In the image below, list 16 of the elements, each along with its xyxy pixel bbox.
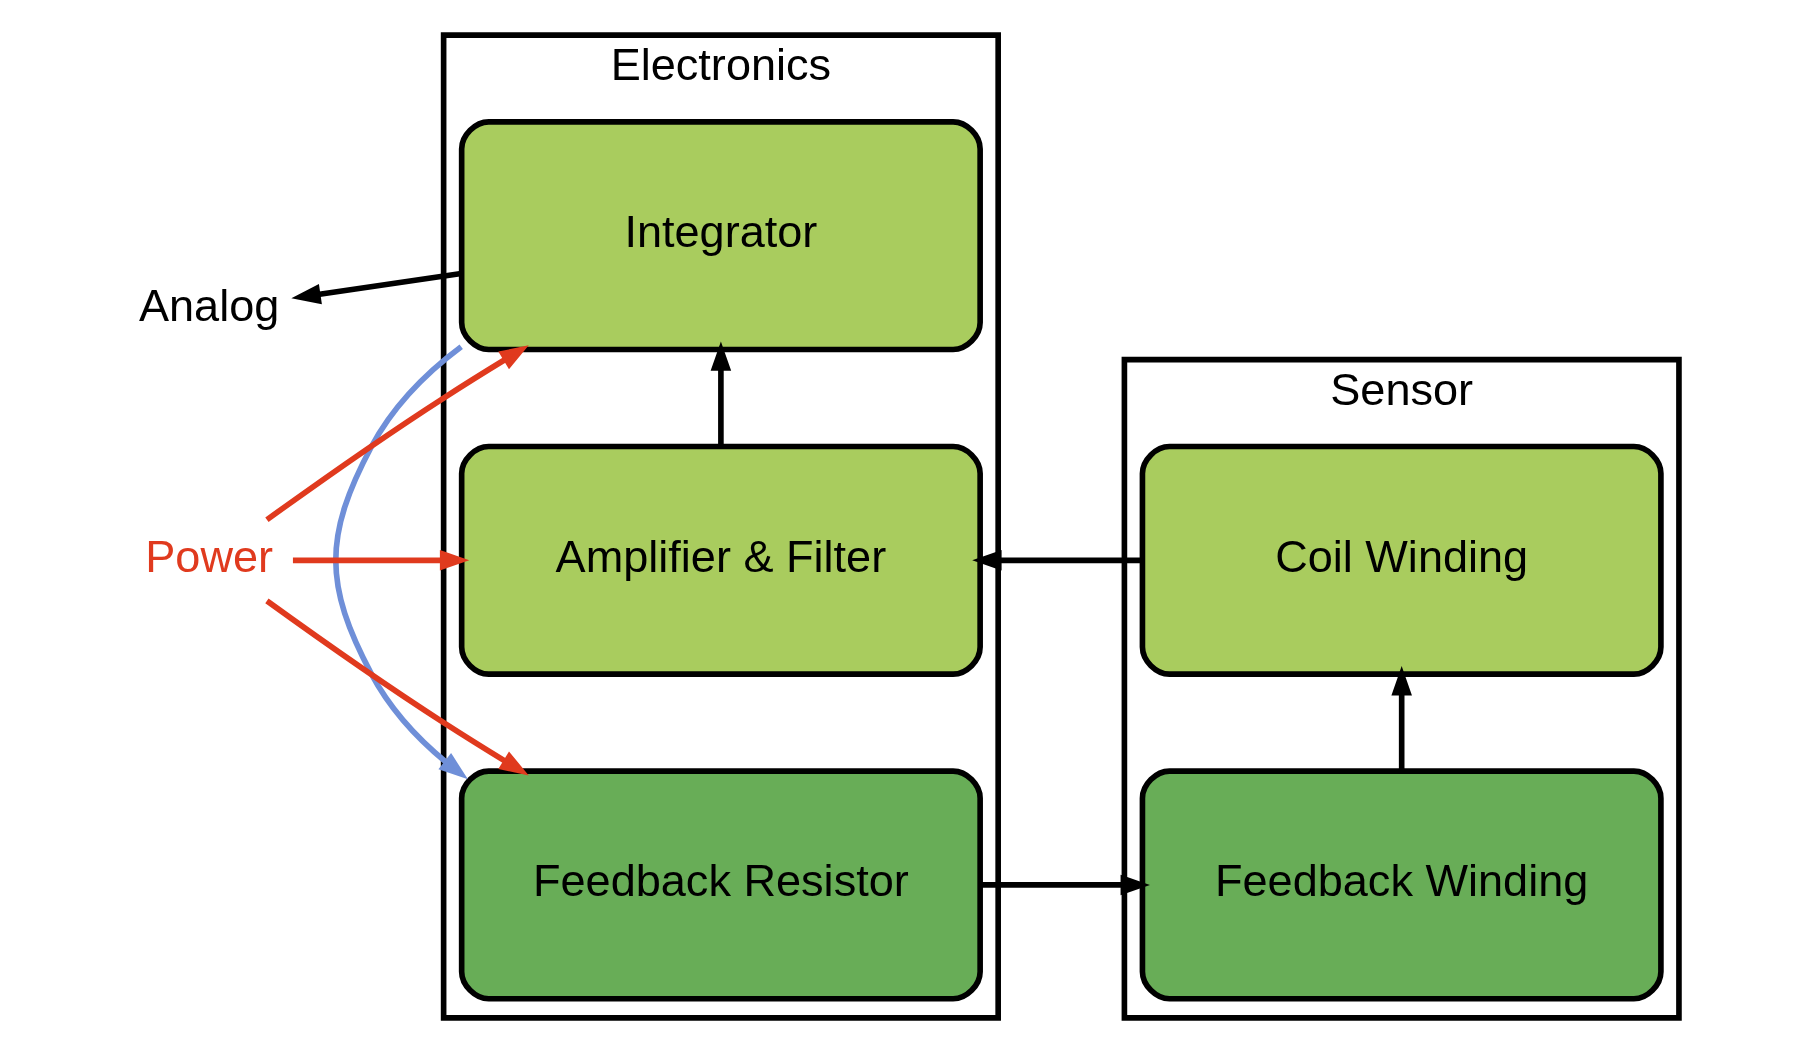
arrow <box>333 344 468 780</box>
arrow <box>292 550 470 571</box>
node-box: Integrator <box>458 119 983 353</box>
node-box: Amplifier & Filter <box>458 443 983 677</box>
node-box: Feedback Winding <box>1139 768 1664 1002</box>
node-text: Power <box>145 530 274 582</box>
arrow <box>1391 666 1412 771</box>
arrow <box>972 550 1142 571</box>
arrow <box>265 345 529 523</box>
node-box: Feedback Resistor <box>458 768 983 1002</box>
arrow <box>291 270 462 305</box>
arrow <box>710 341 732 447</box>
arrow <box>980 874 1150 896</box>
node-box: Coil Winding <box>1139 443 1664 677</box>
arrow <box>265 598 529 776</box>
node-text: Analog <box>139 280 280 332</box>
